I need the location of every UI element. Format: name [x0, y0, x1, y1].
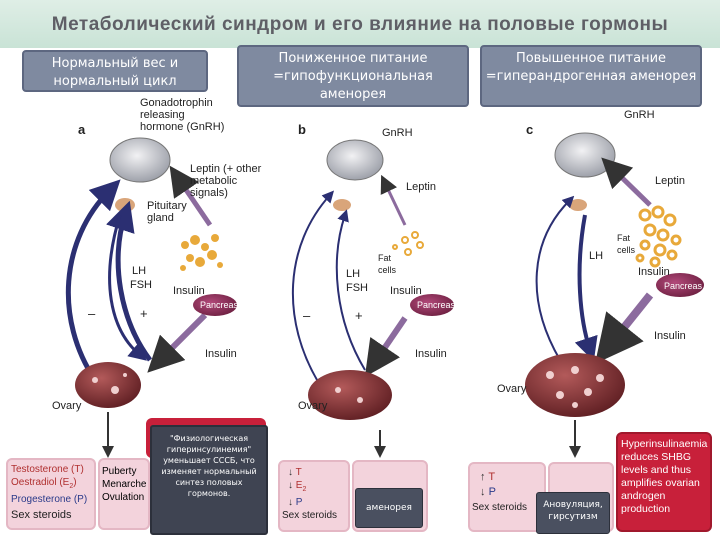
pituitary-label: Pituitary gland — [147, 200, 187, 224]
panel-c-graphics — [525, 132, 704, 458]
oestradiol-label: Oestradiol (E2) — [11, 477, 77, 490]
progesterone-label: Progesterone (P) — [11, 494, 88, 505]
ovary-c-icon — [525, 353, 625, 417]
gnrh-c-label: GnRH — [624, 109, 655, 121]
brain-c-icon — [554, 132, 616, 178]
page-title: Метаболический синдром и его влияние на … — [51, 14, 669, 35]
ovulation-label: Ovulation — [102, 492, 145, 503]
steroid-e-b: ↓ E2 — [288, 480, 307, 493]
steroid-t-c: ↑ T — [480, 471, 496, 483]
steroid-p-b: ↓ P — [288, 497, 303, 508]
fsh-a-label: FSH — [130, 279, 152, 291]
minus-a-label: – — [88, 306, 96, 321]
pancreas-b-label: Pancreas — [417, 300, 456, 310]
puberty-box: Puberty Menarche Ovulation — [98, 458, 150, 530]
ovary-b-icon — [308, 370, 392, 420]
insulin-b-label-2: Insulin — [415, 348, 447, 360]
steroid-p-c: ↓ P — [480, 486, 496, 498]
pancreas-b-icon — [410, 294, 454, 316]
minus-b-label: – — [303, 308, 311, 323]
plus-a-label: + — [140, 306, 148, 321]
panel-c-letter: c — [526, 122, 534, 137]
pituitary-c-icon — [569, 199, 587, 211]
menarche-label: Menarche — [102, 479, 147, 490]
caption-low: Пониженное питание =гипофункциональная а… — [237, 45, 469, 107]
panel-b-graphics — [289, 139, 454, 458]
ovary-a-label: Ovary — [52, 400, 82, 412]
sex-steroids-b-box: ↓ T ↓ E2 ↓ P Sex steroids — [278, 460, 350, 532]
testosterone-label: Testosterone (T) — [11, 464, 84, 475]
puberty-label: Puberty — [102, 466, 137, 477]
leptin-a-label: Leptin (+ other metabolic signals) — [190, 163, 262, 199]
lh-b-label: LH — [346, 268, 361, 280]
pancreas-a-icon — [193, 294, 237, 316]
fat-cells-c-label: Fat cells — [617, 233, 636, 255]
brain-b-icon — [326, 139, 384, 181]
insulin-a-label-1: Insulin — [173, 285, 205, 297]
plus-b-label: + — [355, 308, 363, 323]
insulin-c-label-2: Insulin — [654, 330, 686, 342]
gnrh-a-label: Gonadotrophin releasing hormone (GnRH) — [140, 97, 225, 133]
panel-b-letter: b — [298, 122, 306, 137]
sex-steroids-c-label: Sex steroids — [472, 502, 528, 513]
panel-a-letter: a — [78, 122, 86, 137]
pituitary-b-icon — [333, 199, 351, 211]
anovulation-box: Ановуляция, гирсутизм — [536, 492, 610, 534]
lh-c-label: LH — [589, 250, 604, 262]
sex-steroids-b-label: Sex steroids — [282, 510, 338, 521]
ovary-a-icon — [75, 362, 141, 408]
brain-a-icon — [109, 137, 171, 183]
insulin-b-label-1: Insulin — [390, 285, 422, 297]
caption-high: Повышенное питание =гиперандрогенная аме… — [480, 45, 702, 107]
leptin-b-label: Leptin — [406, 181, 436, 193]
amenorrhea-box: аменорея — [355, 488, 423, 528]
ovary-b-label: Ovary — [298, 400, 328, 412]
pancreas-c-icon — [656, 273, 704, 297]
insulin-c-label-1: Insulin — [638, 266, 670, 278]
insulin-a-label-2: Insulin — [205, 348, 237, 360]
hyperinsulinaemia-box: Hyperinsulinaemia reduces SHBG levels an… — [616, 432, 712, 532]
caption-normal: Нормальный вес и нормальный цикл — [22, 50, 208, 92]
sex-steroids-a-box: Testosterone (T) Oestradiol (E2) Progest… — [6, 458, 96, 530]
note-box: "Физиологическая гиперинсулинемия" умень… — [150, 425, 268, 535]
panel-a-graphics — [65, 137, 237, 458]
ovary-c-label: Ovary — [497, 383, 527, 395]
pancreas-c-label: Pancreas — [664, 281, 703, 291]
lh-a-label: LH — [132, 265, 147, 277]
fat-cells-b-label: Fat cells — [378, 253, 397, 275]
leptin-c-label: Leptin — [655, 175, 685, 187]
sex-steroids-a-label: Sex steroids — [11, 509, 72, 521]
pancreas-a-label: Pancreas — [200, 300, 239, 310]
title-bar — [0, 0, 720, 48]
sex-steroids-c-box: ↑ T ↓ P Sex steroids — [468, 462, 546, 532]
steroid-t-b: ↓ T — [288, 467, 302, 478]
gnrh-b-label: GnRH — [382, 127, 413, 139]
fsh-b-label: FSH — [346, 282, 368, 294]
pituitary-a-icon — [115, 198, 135, 212]
